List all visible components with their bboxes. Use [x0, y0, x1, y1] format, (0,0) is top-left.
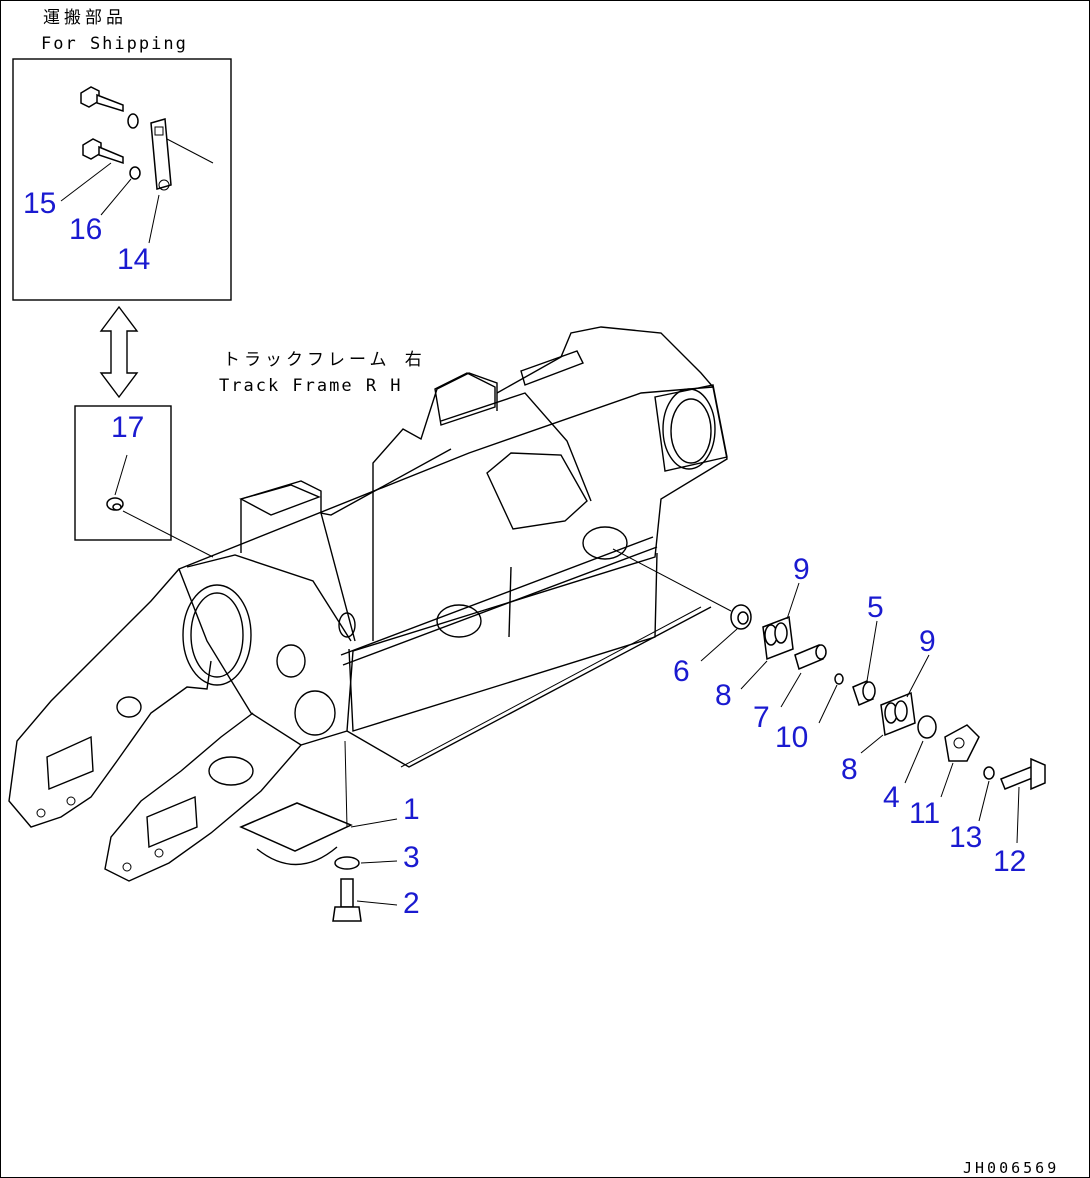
- leader-2: [356, 900, 398, 906]
- callout-12: 12: [993, 845, 1026, 878]
- callout-13: 13: [949, 821, 982, 854]
- callout-9-lower: 9: [919, 625, 936, 658]
- pin-7: [794, 643, 827, 671]
- leader-8-lower: [860, 734, 884, 754]
- bushing-5: [852, 679, 876, 707]
- leader-11: [940, 762, 954, 798]
- callout-16: 16: [69, 213, 102, 246]
- leader-9-lower: [906, 654, 930, 698]
- leader-4: [904, 740, 924, 784]
- callout-5: 5: [867, 591, 884, 624]
- callout-15: 15: [23, 187, 56, 220]
- callout-17: 17: [111, 411, 144, 444]
- leader-8-upper: [740, 660, 768, 690]
- leader-1: [350, 818, 398, 828]
- frame-heading-en: Track Frame R H: [219, 376, 403, 396]
- frame-heading-jp: トラックフレーム 右: [223, 350, 426, 370]
- callout-7: 7: [753, 701, 770, 734]
- axis-line-lower: [400, 606, 702, 768]
- leader-17-to-frame: [122, 510, 214, 558]
- bolt-12: [1000, 757, 1046, 791]
- cover-plate-1: [239, 802, 353, 852]
- shipping-bolt-15: [82, 138, 124, 165]
- leader-7: [780, 672, 802, 708]
- leader-16: [100, 178, 132, 216]
- callout-8-lower: 8: [841, 753, 858, 786]
- plug-17: [106, 497, 124, 511]
- seal-set-9-upper: [762, 615, 794, 661]
- callout-6: 6: [673, 655, 690, 688]
- leader-13: [978, 780, 990, 822]
- leader-15: [60, 162, 112, 202]
- shipping-washer-16: [129, 166, 141, 180]
- document-id: JH006569: [963, 1159, 1059, 1177]
- plug-part-box: [74, 405, 172, 541]
- leader-9-upper: [786, 582, 800, 620]
- leader-14: [148, 194, 160, 244]
- shipping-heading-jp: 運搬部品: [43, 8, 127, 28]
- cover-11: [944, 724, 980, 762]
- leader-10: [818, 684, 838, 724]
- cover-dome: [256, 846, 338, 866]
- callout-9-upper: 9: [793, 553, 810, 586]
- washer-3: [334, 856, 360, 870]
- leader-17: [114, 454, 128, 496]
- bolt-2: [332, 878, 362, 922]
- callout-14: 14: [117, 243, 150, 276]
- leader-3: [360, 860, 398, 864]
- cover-guide-line: [344, 740, 348, 828]
- shipping-bolt-upper: [80, 86, 139, 129]
- callout-10: 10: [775, 721, 808, 754]
- plug-10: [834, 673, 844, 685]
- callout-3: 3: [403, 841, 420, 874]
- callout-11: 11: [909, 797, 940, 830]
- bushing-6: [730, 604, 752, 630]
- callout-8-upper: 8: [715, 679, 732, 712]
- swap-arrow-icon: [99, 305, 139, 399]
- shipping-heading-en: For Shipping: [41, 34, 188, 54]
- leader-5: [866, 620, 878, 682]
- shipping-link-plate-14: [150, 118, 214, 191]
- leader-12: [1016, 786, 1020, 844]
- seal-set-9-lower: [880, 691, 916, 737]
- leader-6: [700, 628, 738, 662]
- shipping-parts-box: [12, 58, 232, 301]
- washer-4: [917, 715, 937, 739]
- axis-line-upper: [612, 548, 732, 612]
- washer-13: [983, 766, 995, 780]
- callout-2: 2: [403, 887, 420, 920]
- callout-1: 1: [403, 793, 420, 826]
- track-frame-drawing: [8, 326, 728, 882]
- callout-4: 4: [883, 781, 900, 814]
